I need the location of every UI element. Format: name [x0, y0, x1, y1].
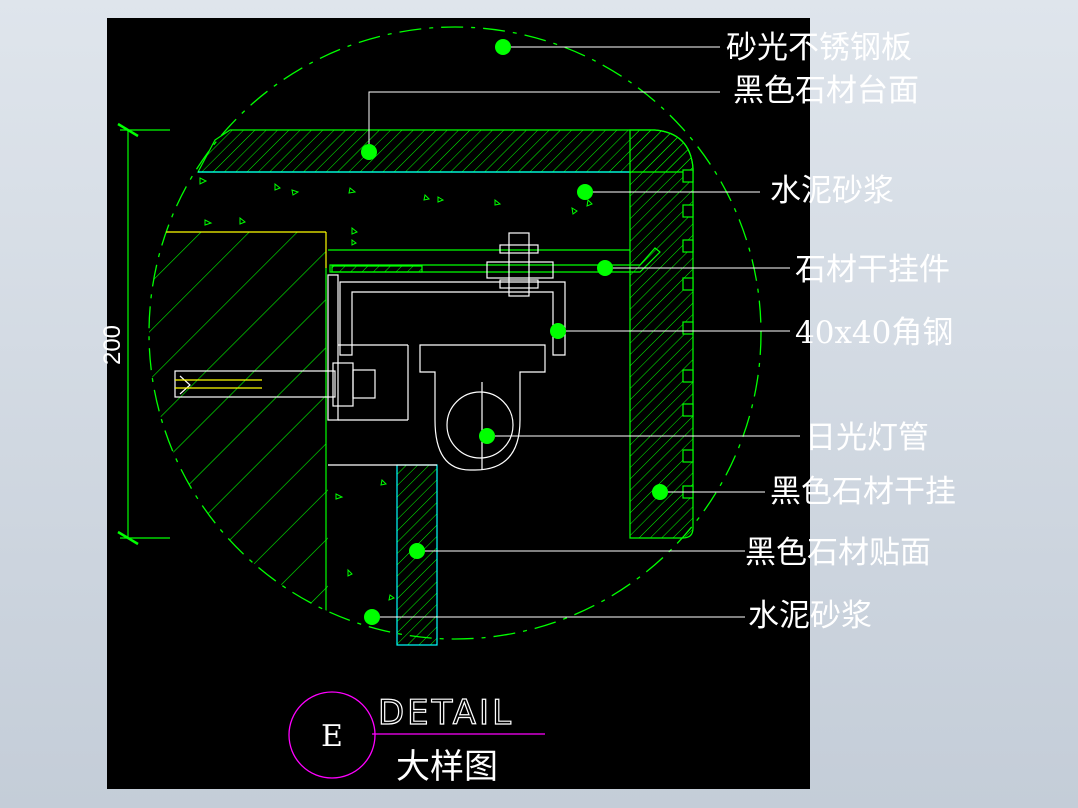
detail-mark: E	[321, 719, 343, 754]
detail-mark-circle	[288, 691, 376, 779]
callout-dots	[361, 39, 668, 625]
callout-dot	[652, 484, 668, 500]
callout-dot	[577, 184, 593, 200]
countertop-slab	[197, 129, 694, 173]
detail-subtitle: 大样图	[396, 747, 498, 787]
callout-label-dry-hang: 黑色石材干挂	[770, 474, 956, 510]
callout-label-hanger: 石材干挂件	[795, 252, 950, 288]
callout-label-lamp: 日光灯管	[805, 420, 929, 456]
callout-label-stainless: 砂光不锈钢板	[726, 30, 912, 66]
callout-label-countertop: 黑色石材台面	[733, 73, 919, 109]
callout-dot	[479, 428, 495, 444]
callout-label-mortar-top: 水泥砂浆	[770, 173, 894, 209]
leader-lines	[368, 46, 800, 618]
angle-steel	[327, 274, 566, 421]
dimension-value: 200	[99, 325, 126, 365]
callout-label-facing: 黑色石材贴面	[745, 535, 931, 571]
callout-dot	[361, 144, 377, 160]
stone-hanger	[328, 232, 661, 297]
callout-dot	[409, 543, 425, 559]
callout-label-mortar-bottom: 水泥砂浆	[748, 598, 872, 634]
dimension-200	[117, 122, 170, 546]
callout-dot	[550, 323, 566, 339]
detail-title: DETAIL	[378, 693, 514, 733]
expansion-bolt	[174, 362, 376, 407]
detail-boundary-circle	[148, 26, 762, 640]
callout-dot	[597, 260, 613, 276]
callout-dot	[495, 39, 511, 55]
callout-label-angle-steel: 40x40角钢	[795, 315, 953, 351]
callout-dot	[364, 609, 380, 625]
lamp-housing	[419, 344, 546, 471]
mortar-speckles	[199, 177, 593, 601]
